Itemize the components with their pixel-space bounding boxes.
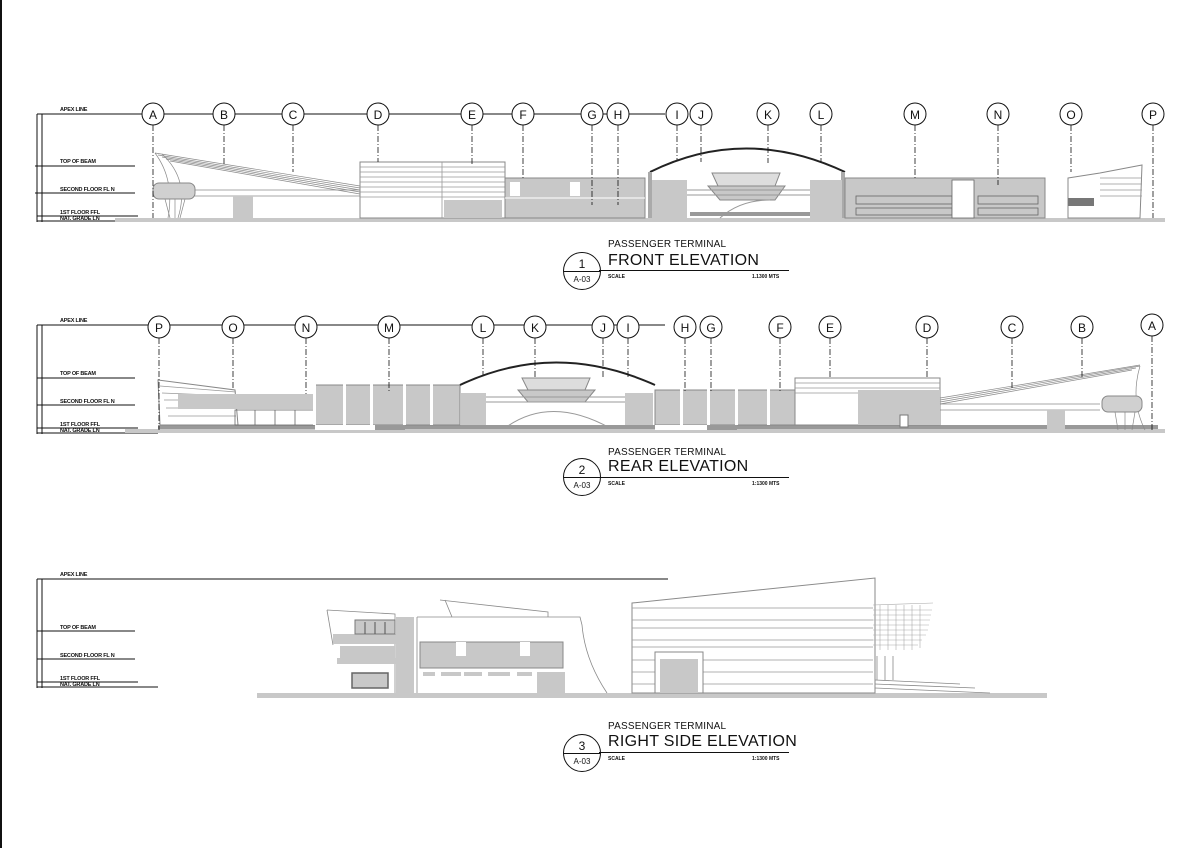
scale-label: SCALE (608, 481, 625, 487)
drawing-number: 1 (578, 257, 586, 271)
drawing-subtitle: PASSENGER TERMINAL (608, 239, 727, 250)
grid-bubble-label: J (698, 108, 704, 122)
level-label-second-floor: SECOND FLOOR FL N (60, 653, 115, 659)
level-label-top-of-beam: TOP OF BEAM (60, 625, 96, 631)
grid-bubble-label: G (706, 321, 715, 335)
grid-bubble-label: F (519, 108, 526, 122)
drawing-subtitle: PASSENGER TERMINAL (608, 447, 727, 458)
grid-bubble-label: L (818, 108, 825, 122)
drawing-title: FRONT ELEVATION (608, 252, 760, 269)
scale-value: 1:1300 MTS (752, 756, 780, 762)
level-label-apex: APEX LINE (60, 572, 88, 578)
level-label-apex: APEX LINE (60, 107, 88, 113)
grid-bubble-label: I (626, 321, 629, 335)
grid-bubble-label: I (675, 108, 678, 122)
title-underline (599, 477, 789, 478)
grid-bubble-label: N (302, 321, 311, 335)
grid-bubble-label: P (155, 321, 163, 335)
grid-bubble-label: M (910, 108, 920, 122)
level-label-natural-grade: NAT. GRADE LN (60, 682, 100, 688)
grid-bubble-label: A (1148, 319, 1156, 333)
grid-bubble-label: L (480, 321, 487, 335)
level-label-natural-grade: NAT. GRADE LN (60, 216, 100, 222)
grid-bubble-label: E (468, 108, 476, 122)
sheet-reference: A-03 (573, 757, 591, 766)
grid-bubble-label: P (1149, 108, 1157, 122)
scale-value: 1:1300 MTS (752, 481, 780, 487)
scale-label: SCALE (608, 756, 625, 762)
drawing-number-bubble: 1 A-03 (563, 252, 601, 290)
level-label-second-floor: SECOND FLOOR FL N (60, 399, 115, 405)
scale-value: 1.1300 MTS (752, 274, 780, 280)
grid-bubble-label: O (228, 321, 237, 335)
grid-bubble-label: B (1078, 321, 1086, 335)
level-label-first-floor: 1ST FLOOR FFL (60, 676, 101, 682)
level-label-first-floor: 1ST FLOOR FFL (60, 210, 101, 216)
drawing-number-bubble: 2 A-03 (563, 458, 601, 496)
grid-bubble-label: B (220, 108, 228, 122)
sheet-border-left (0, 0, 2, 848)
canopy-wing-left (154, 152, 361, 219)
grid-bubble-label: D (374, 108, 383, 122)
level-label-second-floor: SECOND FLOOR FL N (60, 187, 115, 193)
grid-bubble-label: K (764, 108, 772, 122)
drawing-title: RIGHT SIDE ELEVATION (608, 733, 798, 750)
grid-bubble-label: H (681, 321, 690, 335)
grid-bubble-label: D (923, 321, 932, 335)
grid-bubble-label: K (531, 321, 539, 335)
sheet-reference: A-03 (573, 275, 591, 284)
grid-bubble-label: N (994, 108, 1003, 122)
level-datum-lines (36, 578, 668, 688)
grid-bubble-label: C (1008, 321, 1017, 335)
grid-bubble-label: H (614, 108, 623, 122)
grid-bubble-label: C (289, 108, 298, 122)
grid-bubble-label: G (587, 108, 596, 122)
drawing-number: 2 (578, 463, 586, 477)
grid-bubble-label: F (776, 321, 783, 335)
sheet-reference: A-03 (573, 481, 591, 490)
drawing-number: 3 (578, 739, 586, 753)
level-label-apex: APEX LINE (60, 318, 88, 324)
title-underline (599, 752, 789, 753)
scale-label: SCALE (608, 274, 625, 280)
grid-bubble-label: M (384, 321, 394, 335)
drawing-subtitle: PASSENGER TERMINAL (608, 721, 727, 732)
drawing-title: REAR ELEVATION (608, 458, 749, 475)
level-label-top-of-beam: TOP OF BEAM (60, 159, 96, 165)
level-label-top-of-beam: TOP OF BEAM (60, 371, 96, 377)
grid-bubble-label: A (149, 108, 157, 122)
level-label-natural-grade: NAT. GRADE LN (60, 428, 100, 434)
grid-bubble-label: J (600, 321, 606, 335)
level-label-first-floor: 1ST FLOOR FFL (60, 422, 101, 428)
title-underline (599, 270, 789, 271)
grid-bubble-label: E (826, 321, 834, 335)
drawing-number-bubble: 3 A-03 (563, 734, 601, 772)
ground-line (257, 693, 1047, 698)
grid-bubble-label: O (1066, 108, 1075, 122)
